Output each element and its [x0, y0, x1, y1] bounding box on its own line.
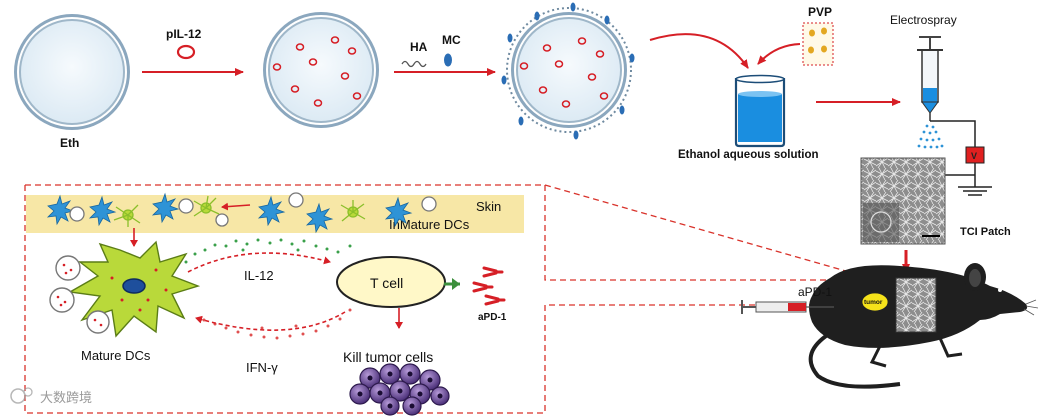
power-circuit: [930, 120, 992, 196]
arrow-3: [649, 33, 749, 69]
pvp-box: [802, 22, 834, 66]
mature-dcs-label: Mature DCs: [81, 348, 151, 363]
mature-dc-cell: [49, 240, 201, 338]
mc-drop-icon: [444, 53, 452, 67]
mechanism-panel-border: [24, 184, 895, 414]
eth-vesicle: [14, 14, 130, 130]
beaker-icon: [734, 74, 786, 148]
power-supply-icon: [965, 146, 985, 164]
watermark-logo: [10, 387, 33, 404]
eth-label: Eth: [60, 136, 79, 150]
ifn-secretion-dots: [202, 308, 352, 340]
electrospray-syringe-icon: [917, 36, 944, 149]
coated-vesicle: [501, 2, 635, 140]
immature-dcs-label: InMature DCs: [389, 217, 470, 232]
tci-patch-label: TCI Patch: [960, 226, 1011, 238]
watermark-text: 大数跨境: [40, 390, 92, 405]
il12-secretion-dots: [184, 238, 352, 264]
mc-label: MC: [442, 33, 461, 47]
t-cell: [336, 256, 446, 308]
apd1-label: aPD-1: [478, 312, 507, 323]
plasmid-loaded-vesicle: [263, 12, 379, 128]
electrospray-label: Electrospray: [890, 13, 957, 27]
apd1-antibody-icons: [472, 266, 506, 306]
tumor-icon: [861, 292, 889, 312]
immature-dc-cells: [46, 192, 437, 234]
pvp-label: PVP: [808, 5, 832, 19]
tcell-label: T cell: [370, 275, 403, 291]
ha-chain-icon: [401, 60, 427, 68]
arrow-ifn: [195, 311, 346, 331]
arrow-skin: [221, 202, 251, 211]
arrow-4: [757, 43, 801, 65]
tumor-nuclei: [357, 371, 443, 409]
kill-label: Kill tumor cells: [343, 349, 433, 365]
pd1-receptor-icon: [444, 278, 460, 290]
apd1-syringe-label: aPD-1: [798, 285, 832, 299]
arrow-il12: [187, 252, 331, 273]
skin-label: Skin: [476, 199, 501, 214]
tci-patch-on-mouse: [895, 277, 937, 333]
apd1-syringe-icon: [741, 300, 834, 314]
pil12-label: pIL-12: [166, 27, 202, 41]
power-label: V: [971, 151, 977, 161]
ifn-label: IFN-γ: [246, 360, 278, 375]
plasmid-icon: [176, 44, 196, 60]
ethanol-label: Ethanol aqueous solution: [678, 149, 819, 161]
tci-patch-sem-image: [860, 157, 946, 245]
ha-label: HA: [410, 40, 428, 54]
il12-label: IL-12: [244, 268, 274, 283]
tumor-label: tumor: [864, 299, 883, 306]
